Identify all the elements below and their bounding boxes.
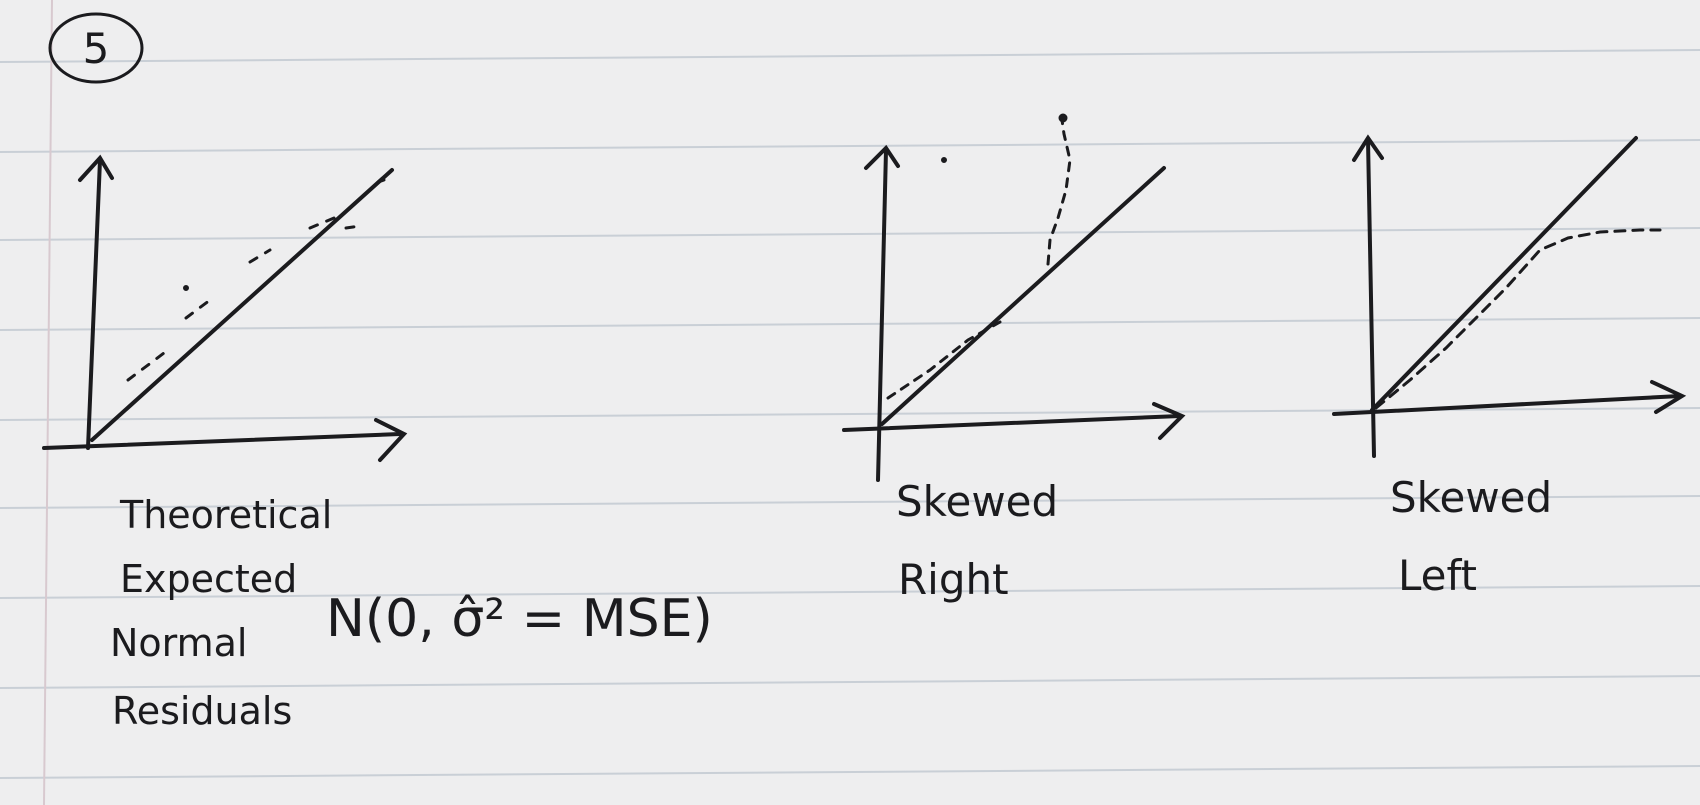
sample-point bbox=[183, 285, 189, 291]
caption-line: Theoretical bbox=[119, 493, 332, 537]
reference-line bbox=[90, 168, 394, 442]
problem-number-label: 5 bbox=[83, 24, 110, 73]
x-axis-arrow-icon bbox=[1650, 380, 1687, 414]
plot-skewed-right bbox=[842, 113, 1186, 482]
ruled-lines bbox=[0, 49, 1700, 779]
y-axis bbox=[1366, 138, 1376, 458]
caption-line: Right bbox=[898, 555, 1009, 604]
x-axis-arrow-icon bbox=[374, 418, 408, 462]
problem-number: 5 bbox=[48, 12, 144, 84]
sample-quantiles-dashed bbox=[126, 178, 386, 382]
plot-skewed-left bbox=[1332, 134, 1687, 458]
sample-point bbox=[1058, 113, 1068, 123]
reference-line bbox=[880, 166, 1166, 426]
x-axis bbox=[42, 432, 402, 450]
caption-line: Left bbox=[1398, 551, 1477, 600]
caption-line: Skewed bbox=[896, 477, 1058, 526]
caption-theoretical: Theoretical Expected Normal Residuals bbox=[110, 493, 332, 733]
plot-theoretical bbox=[42, 154, 408, 462]
y-axis bbox=[876, 148, 888, 482]
x-axis bbox=[1332, 394, 1682, 416]
normal-distribution-formula: N(0, σ̂² = MSE) bbox=[326, 589, 713, 649]
y-axis-arrow-icon bbox=[864, 144, 900, 170]
problem-number-circle bbox=[48, 12, 144, 84]
x-axis bbox=[842, 414, 1182, 432]
sample-quantiles-dashed bbox=[1374, 228, 1662, 410]
caption-line: Residuals bbox=[112, 689, 292, 733]
reference-line bbox=[1370, 136, 1638, 412]
sample-point bbox=[941, 157, 947, 163]
y-axis-arrow-icon bbox=[1352, 134, 1384, 162]
sample-quantiles-dashed bbox=[886, 118, 1072, 400]
caption-line: Expected bbox=[120, 557, 297, 601]
y-axis bbox=[86, 158, 102, 450]
caption-line: Skewed bbox=[1390, 473, 1552, 522]
y-axis-arrow-icon bbox=[78, 154, 114, 182]
caption-line: Normal bbox=[110, 621, 248, 665]
caption-skewed-left: Skewed Left bbox=[1390, 473, 1552, 600]
caption-skewed-right: Skewed Right bbox=[896, 477, 1058, 604]
x-axis-arrow-icon bbox=[1152, 402, 1186, 440]
margin-line bbox=[43, 0, 53, 805]
